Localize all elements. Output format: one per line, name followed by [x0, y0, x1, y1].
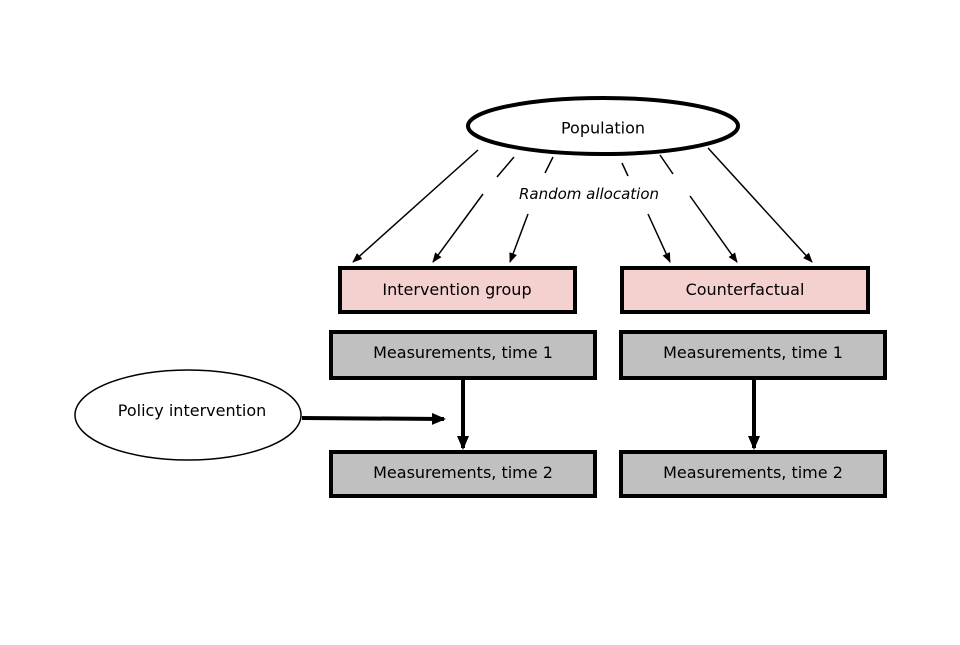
intervention-time2-label: Measurements, time 2	[373, 463, 553, 482]
policy-intervention-arrow	[301, 412, 446, 425]
allocation-arrow-2	[496, 156, 515, 178]
counterfactual-time1-label: Measurements, time 1	[663, 343, 843, 362]
policy-intervention-ellipse	[74, 369, 302, 461]
counterfactual-time2-label: Measurements, time 2	[663, 463, 843, 482]
counterfactual-time2-box	[619, 450, 887, 498]
intervention-group-label: Intervention group	[382, 280, 531, 299]
intervention-time1-label: Measurements, time 1	[373, 343, 553, 362]
random-allocation-label: Random allocation	[519, 185, 659, 203]
allocation-arrow-3b	[509, 213, 529, 263]
allocation-arrow-5	[659, 154, 674, 175]
allocation-arrow-4	[621, 162, 629, 177]
allocation-arrow-2b	[432, 193, 484, 263]
population-label: Population	[561, 119, 645, 138]
population-ellipse	[466, 96, 740, 156]
counterfactual-time1-box	[619, 330, 887, 380]
allocation-arrow-5b	[689, 195, 738, 263]
allocation-arrow-4b	[647, 213, 671, 263]
counterfactual-label: Counterfactual	[686, 280, 805, 299]
intervention-time2-box	[329, 450, 597, 498]
counterfactual-box	[620, 266, 870, 314]
policy-intervention-label: Policy intervention	[118, 401, 267, 420]
intervention-group-box	[338, 266, 577, 314]
allocation-arrows	[352, 147, 813, 263]
intervention-time1-box	[329, 330, 597, 380]
allocation-arrow-3	[544, 156, 554, 174]
allocation-arrow-6	[707, 147, 813, 263]
allocation-arrow-1	[352, 149, 479, 263]
